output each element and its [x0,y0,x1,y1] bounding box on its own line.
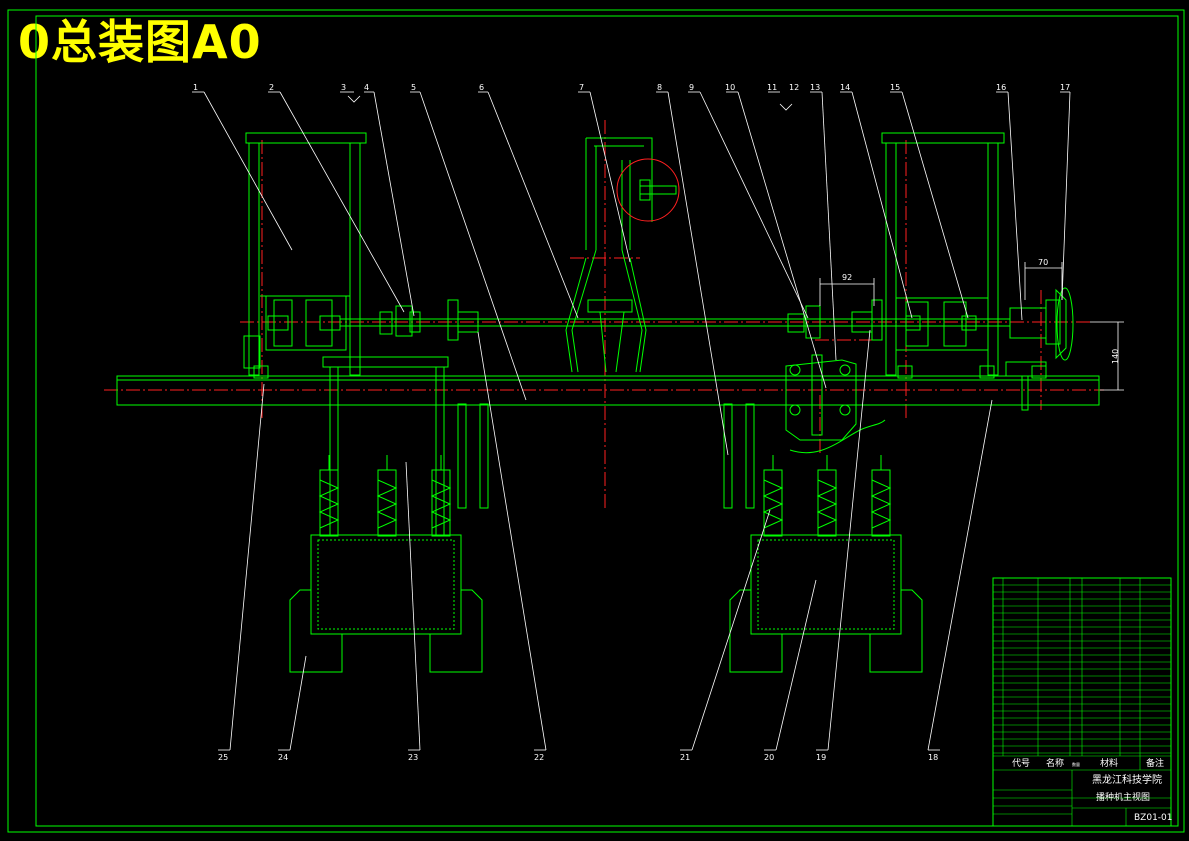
part-number-labels: 1 2 3 4 5 6 7 8 9 10 11 12 13 14 15 16 1… [193,83,1070,762]
drawing-code: BZ01-01 [1134,813,1173,823]
part-label-5: 5 [411,83,416,92]
pulley-assembly [1005,287,1074,411]
part-label-13: 13 [810,83,820,92]
part-label-20: 20 [764,753,774,762]
right-springs [762,455,892,537]
header-name: 名称 [1046,757,1064,769]
title-block: 代号 名称 数量 材料 备注 黑龙江科技学院 播种机主视图 BZ01-01 [992,577,1173,827]
dim-140: 140 [1111,349,1120,364]
left-springs [318,455,452,537]
part-label-6: 6 [479,83,484,92]
school-name: 黑龙江科技学院 [1092,773,1162,786]
leader-lines [192,91,1071,751]
part-label-25: 25 [218,753,228,762]
left-wheels [289,589,483,673]
part-label-8: 8 [657,83,662,92]
bracket-plate [785,354,886,454]
header-material: 材料 [1100,757,1118,769]
part-label-1: 1 [193,83,198,92]
part-label-24: 24 [278,753,288,762]
main-beam [116,375,1100,406]
part-label-18: 18 [928,753,938,762]
part-label-10: 10 [725,83,735,92]
center-stand [565,137,677,373]
left-seed-box [310,534,462,635]
dimension-lines [819,262,1124,391]
lower-tubes [457,403,755,509]
inner-border [35,15,1179,827]
part-label-3: 3 [341,83,346,92]
part-label-14: 14 [840,83,850,92]
sprocket-circle [616,158,680,222]
header-remark: 备注 [1146,757,1164,769]
part-label-21: 21 [680,753,690,762]
header-qty: 数量 [1072,761,1080,767]
header-code: 代号 [1012,758,1030,769]
part-label-2: 2 [269,83,274,92]
right-wheels [729,589,923,673]
outer-border [7,9,1185,833]
part-label-23: 23 [408,753,418,762]
drive-shaft [340,299,1010,341]
part-label-11: 11 [767,83,777,92]
part-label-15: 15 [890,83,900,92]
part-label-4: 4 [364,83,369,92]
part-label-7: 7 [579,83,584,92]
parts-list-rows [993,584,1171,754]
part-label-22: 22 [534,753,544,762]
drawing-name: 播种机主视图 [1096,791,1150,803]
dim-92: 92 [842,273,852,282]
right-seed-box [750,534,902,635]
part-label-9: 9 [689,83,694,92]
right-frame [881,132,1005,376]
center-lines [104,120,1104,510]
drawing-title: 0总装图A0 [18,15,262,69]
dim-70: 70 [1038,258,1048,267]
part-label-12: 12 [789,83,799,92]
beam-clamps [253,365,1047,379]
parts-list-grid [993,578,1171,826]
part-label-17: 17 [1060,83,1070,92]
part-label-19: 19 [816,753,826,762]
part-label-16: 16 [996,83,1006,92]
